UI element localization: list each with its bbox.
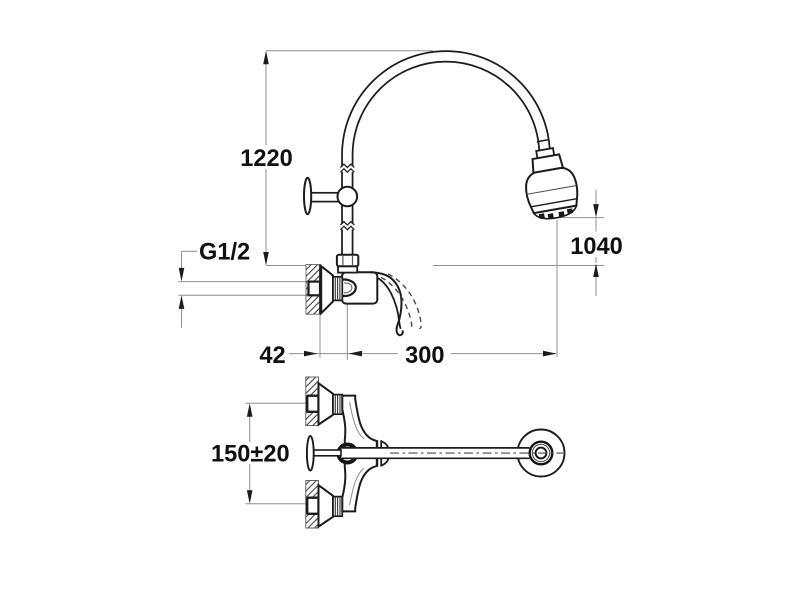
svg-text:1040: 1040	[570, 234, 623, 260]
svg-text:1220: 1220	[240, 146, 293, 172]
svg-text:42: 42	[259, 343, 285, 369]
svg-text:G1/2: G1/2	[199, 240, 250, 266]
svg-text:150±20: 150±20	[211, 442, 290, 468]
svg-text:300: 300	[405, 343, 444, 369]
